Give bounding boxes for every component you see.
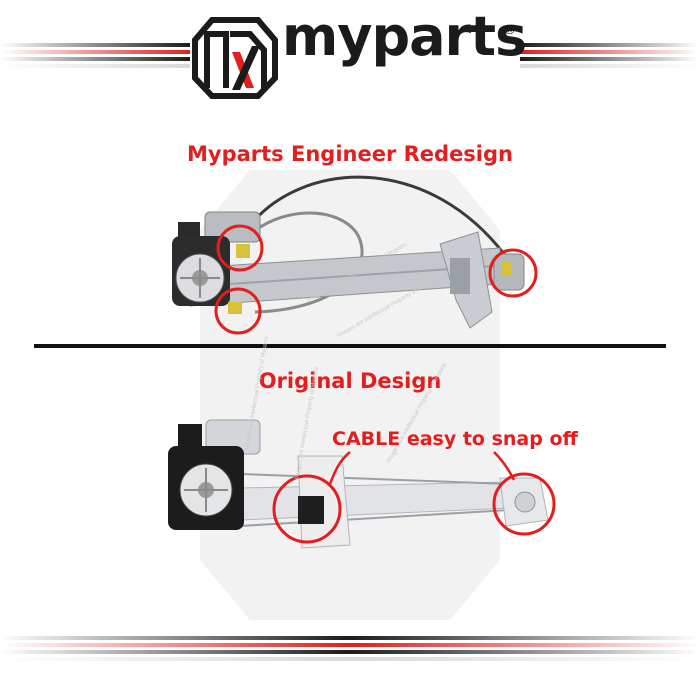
redesign-title: Myparts Engineer Redesign [187, 142, 513, 166]
window-regulator-redesign-icon [172, 175, 525, 329]
original-title: Original Design [258, 369, 442, 393]
registered-mark: ® [505, 22, 515, 37]
brand-wordmark: myparts [282, 5, 527, 68]
highlight-circle-icon [216, 224, 264, 272]
callout-arrow-icon [328, 451, 351, 485]
highlight-circle-icon [272, 474, 342, 544]
callout-arrow-icon [493, 451, 516, 481]
cable-callout: CABLE easy to snap off [332, 428, 578, 450]
myparts-logo-icon [192, 17, 278, 99]
highlight-circle-icon [488, 248, 538, 298]
highlight-circle-icon [492, 472, 556, 536]
section-divider [34, 344, 666, 348]
highlight-circle-icon [214, 287, 262, 335]
